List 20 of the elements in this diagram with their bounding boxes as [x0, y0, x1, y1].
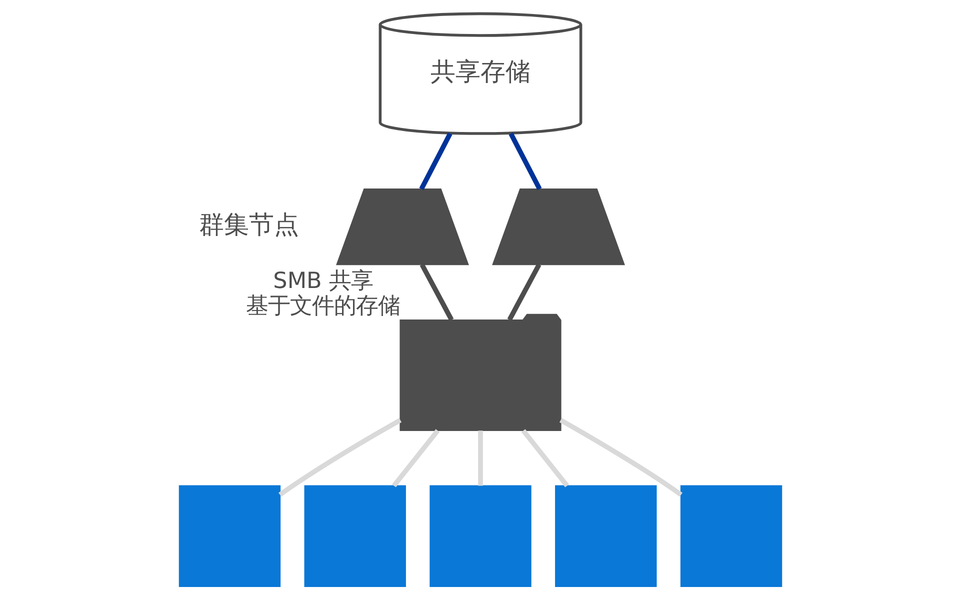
connector — [392, 429, 440, 488]
node-label: SMB 共享 — [272, 268, 372, 294]
label: 群集节点 — [198, 210, 299, 239]
connector — [419, 263, 454, 321]
node-label: 基于文件的存储 — [246, 292, 400, 319]
node-box — [680, 485, 782, 587]
connector — [418, 132, 452, 190]
connector — [506, 263, 541, 321]
node-box — [429, 485, 531, 587]
connector — [478, 430, 482, 486]
node-box — [178, 485, 280, 587]
connector — [508, 132, 542, 190]
node-box — [304, 485, 406, 587]
node-box — [554, 485, 656, 587]
node-folder — [399, 314, 561, 431]
node-picture — [492, 188, 624, 266]
node-picture — [336, 188, 468, 266]
connector — [520, 429, 568, 488]
connector — [278, 418, 402, 497]
connector — [558, 418, 682, 497]
